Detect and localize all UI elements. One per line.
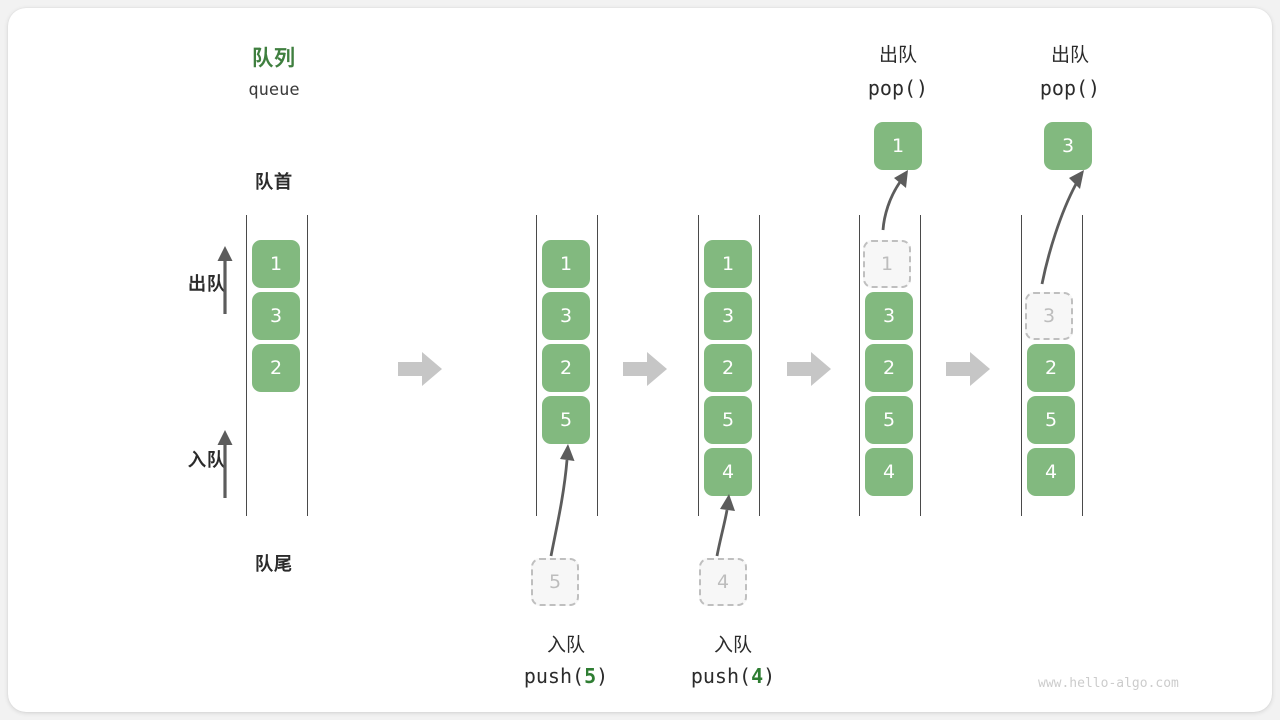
dequeue-direction-label: 出队 <box>188 274 226 295</box>
rail-left <box>859 215 860 516</box>
push4-label-code: push(4) <box>643 664 823 688</box>
queue-item: 2 <box>1027 344 1075 392</box>
queue-item: 2 <box>542 344 590 392</box>
step-arrow-icon <box>623 352 667 386</box>
queue-item: 1 <box>704 240 752 288</box>
queue-item-ghost: 1 <box>863 240 911 288</box>
queue-item: 5 <box>1027 396 1075 444</box>
enqueue-direction-label: 入队 <box>188 450 226 471</box>
watermark: www.hello-algo.com <box>1038 676 1179 691</box>
queue-item: 3 <box>704 292 752 340</box>
rail-left <box>536 215 537 516</box>
push5-close: ) <box>596 664 609 688</box>
push5-label-code: push(5) <box>476 664 656 688</box>
push4-arg: 4 <box>751 664 764 688</box>
pop-arrow-icon <box>880 168 926 232</box>
push5-fn: push( <box>523 664 585 688</box>
diagram-card: 队列 queue 队首 队尾 出队 入队 1 3 2 <box>8 8 1272 712</box>
queue-item: 4 <box>1027 448 1075 496</box>
push5-label-cn: 入队 <box>546 634 585 656</box>
queue-item: 2 <box>865 344 913 392</box>
queue-item: 1 <box>252 240 300 288</box>
pop2-label-cn: 出队 <box>1050 44 1089 66</box>
step-arrow-icon <box>787 352 831 386</box>
queue-item: 5 <box>865 396 913 444</box>
rear-label: 队尾 <box>255 554 293 575</box>
rail-left <box>246 215 247 516</box>
front-label: 队首 <box>255 172 293 193</box>
queue-item: 5 <box>542 396 590 444</box>
rail-right <box>920 215 921 516</box>
popped-item: 1 <box>874 122 922 170</box>
queue-item: 4 <box>704 448 752 496</box>
queue-item: 3 <box>252 292 300 340</box>
queue-item: 5 <box>704 396 752 444</box>
dequeue-direction-arrow-icon <box>214 244 236 316</box>
pop1-label-cn: 出队 <box>878 44 917 66</box>
rail-right <box>597 215 598 516</box>
incoming-item-ghost: 4 <box>699 558 747 606</box>
push4-label-cn: 入队 <box>713 634 752 656</box>
rail-right <box>1082 215 1083 516</box>
queue-item: 4 <box>865 448 913 496</box>
pop-arrow-icon <box>1038 168 1094 286</box>
pop2-label-code: pop() <box>1039 76 1101 100</box>
pop1-label-code: pop() <box>867 76 929 100</box>
step-arrow-icon <box>946 352 990 386</box>
popped-item: 3 <box>1044 122 1092 170</box>
queue-item: 1 <box>542 240 590 288</box>
push4-fn: push( <box>690 664 752 688</box>
rail-right <box>307 215 308 516</box>
queue-item: 2 <box>252 344 300 392</box>
queue-item: 3 <box>865 292 913 340</box>
rail-left <box>1021 215 1022 516</box>
incoming-item-ghost: 5 <box>531 558 579 606</box>
rail-left <box>698 215 699 516</box>
enqueue-direction-arrow-icon <box>214 428 236 500</box>
rail-right <box>759 215 760 516</box>
push4-close: ) <box>763 664 776 688</box>
step-arrow-icon <box>398 352 442 386</box>
queue-item: 3 <box>542 292 590 340</box>
push-arrow-icon <box>706 490 756 558</box>
diagram-title-en: queue <box>248 80 300 100</box>
queue-item-ghost: 3 <box>1025 292 1073 340</box>
push5-arg: 5 <box>584 664 597 688</box>
push-arrow-icon <box>538 438 598 558</box>
diagram-title-cn: 队列 <box>252 46 296 70</box>
queue-item: 2 <box>704 344 752 392</box>
